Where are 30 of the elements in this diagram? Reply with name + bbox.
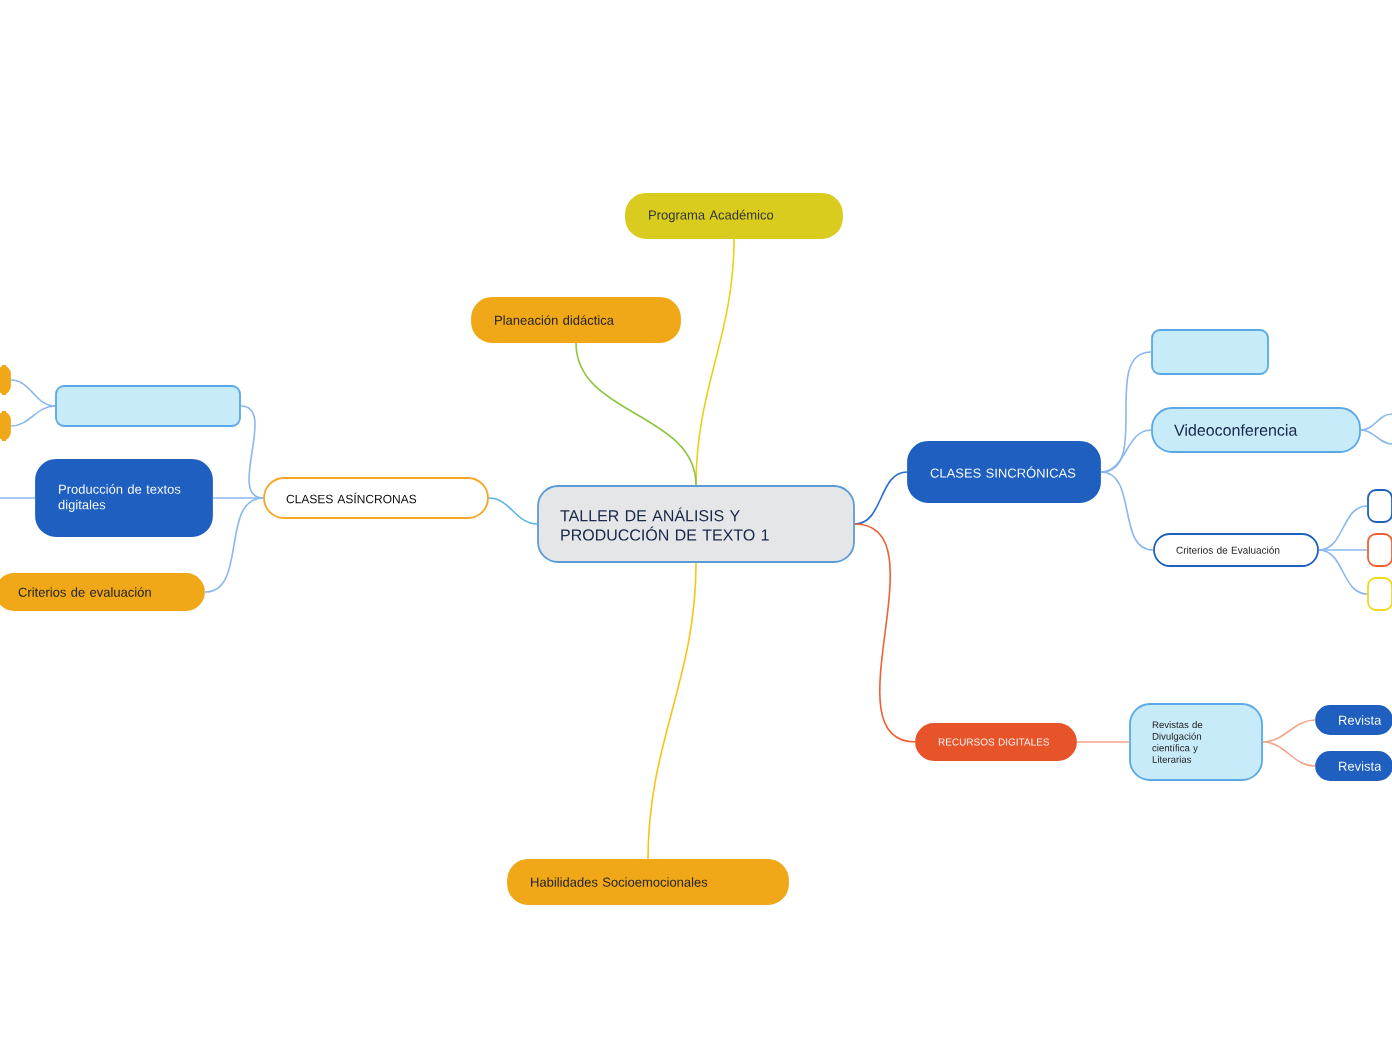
connector (1360, 429, 1392, 445)
connector (1318, 505, 1368, 551)
connector (10, 379, 56, 407)
central-topic-box: TALLER DE ANÁLISIS Y PRODUCCIÓN DE TEXTO 1 (537, 485, 855, 563)
connector (0, 497, 36, 499)
connector (1262, 719, 1316, 743)
connector (1318, 549, 1368, 595)
connector (1360, 413, 1392, 431)
connector (1076, 741, 1130, 743)
subtopic-box (0, 411, 11, 441)
subtopic-box (1367, 489, 1392, 523)
connector (1100, 429, 1152, 473)
connector (240, 405, 264, 499)
connector (204, 497, 264, 593)
connector (10, 405, 56, 427)
connector (1318, 549, 1368, 551)
connector (854, 523, 916, 743)
subtopic-box (0, 365, 11, 395)
connector (854, 471, 908, 525)
subtopic-box: Videoconferencia (1151, 407, 1361, 453)
subtopic-box (1367, 577, 1392, 611)
connector (212, 497, 264, 499)
subtopic-box (1151, 329, 1269, 375)
connector (575, 342, 697, 486)
connector (488, 497, 538, 525)
subtopic-box (1367, 533, 1392, 567)
subtopic-box (55, 385, 241, 427)
connector (1100, 471, 1154, 551)
connector (1262, 741, 1316, 767)
connector (647, 562, 697, 860)
